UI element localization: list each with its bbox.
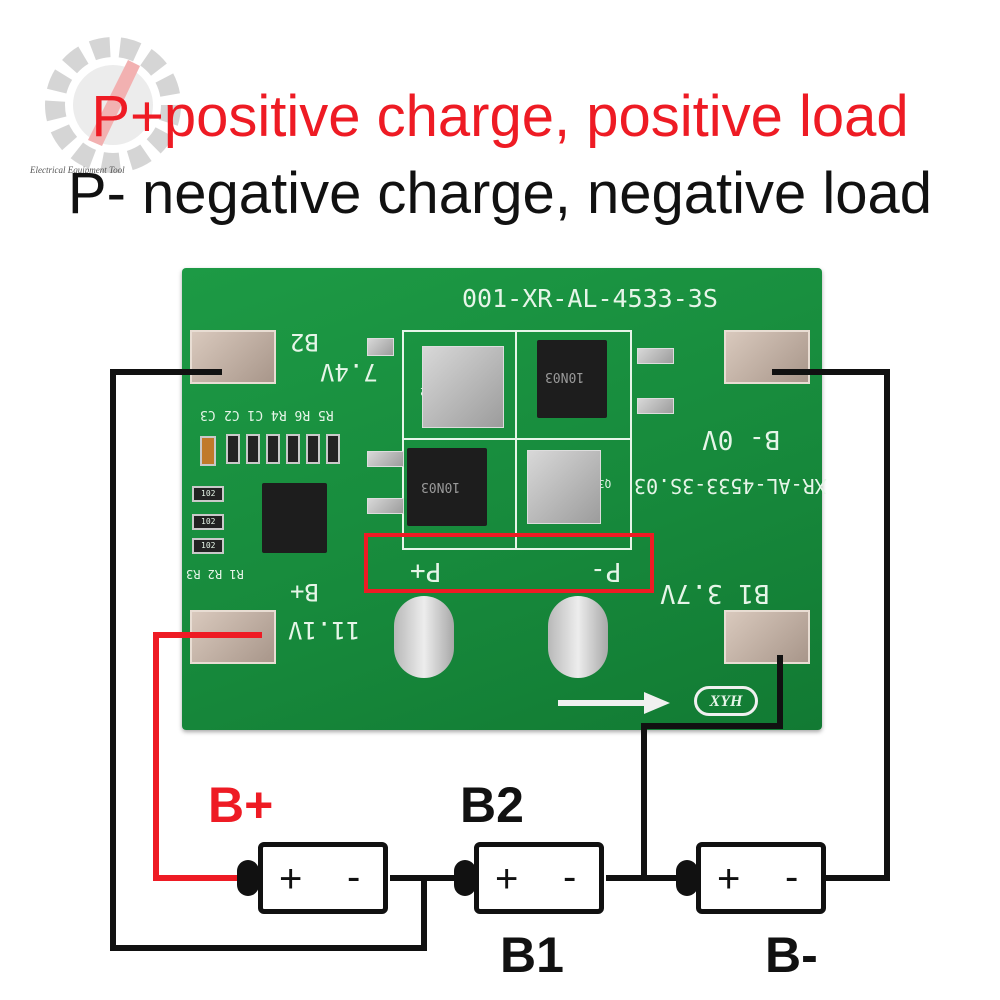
resistor-code: 102 (201, 541, 216, 550)
resistor: 102 (192, 486, 224, 502)
solder-pad-p-minus (548, 596, 608, 678)
resistor (326, 434, 340, 464)
brand-text: XYH (709, 693, 743, 710)
battery-2-terminal (454, 860, 476, 896)
label-b2: B2 (460, 777, 524, 833)
mosfet-lead (367, 338, 394, 356)
brand-badge: XYH (694, 686, 758, 716)
battery-1-terminal (237, 860, 259, 896)
battery-2-plus: + (495, 857, 519, 901)
battery-3-minus: - (785, 855, 799, 899)
wire-b2 (110, 369, 427, 951)
mosfet-frame (402, 330, 632, 550)
solder-pad-p-plus (394, 596, 454, 678)
mosfet-q4-chip: 10N03 (407, 448, 487, 526)
mosfet-divider-v (515, 330, 517, 550)
gear-logo-icon (45, 37, 181, 173)
control-ic (262, 483, 327, 553)
p-terminals-highlight (364, 533, 654, 593)
battery-1: + - (258, 842, 388, 914)
wire-b-plus (153, 632, 262, 881)
label-b-plus: B+ (208, 777, 274, 833)
battery-3-plus: + (717, 857, 741, 901)
battery-3-terminal (676, 860, 698, 896)
arrow-icon (558, 692, 670, 714)
wire-b-minus (772, 369, 890, 881)
battery-2: + - (474, 842, 604, 914)
capacitor (246, 434, 260, 464)
capacitor (226, 434, 240, 464)
logo-text: Electrical Equipment Tool (30, 165, 125, 175)
mosfet-lead (367, 451, 404, 467)
title-positive: P+positive charge, positive load (91, 84, 909, 149)
battery-2-minus: - (563, 855, 577, 899)
title-negative: P- negative charge, negative load (67, 161, 933, 226)
wire-b1 (641, 655, 783, 878)
battery-3: + - (696, 842, 826, 914)
mosfet-q3-tab (527, 450, 601, 524)
resistor-code: 102 (201, 517, 216, 526)
resistor-code: 102 (201, 489, 216, 498)
resistor (266, 434, 280, 464)
mosfet-divider-h (402, 438, 632, 440)
mosfet-q1-chip: 10N03 (537, 340, 607, 418)
mosfet-lead (637, 348, 674, 364)
label-b1: B1 (500, 927, 564, 983)
label-b-minus: B- (765, 927, 818, 983)
mosfet-lead (367, 498, 404, 514)
resistor (286, 434, 300, 464)
mosfet-lead (637, 398, 674, 414)
battery-1-plus: + (279, 857, 303, 901)
resistor (306, 434, 320, 464)
pad-b1 (724, 610, 810, 664)
pcb-board: 001-XR-AL-4533-3S B2 7.4V B- 0V XR-AL-45… (182, 268, 827, 730)
resistor: 102 (192, 514, 224, 530)
mosfet-q2-tab (422, 346, 504, 428)
battery-1-minus: - (347, 855, 361, 899)
pcb-part-code: 001-XR-AL-4533-3S (462, 284, 718, 313)
resistor: 102 (192, 538, 224, 554)
capacitor-c3 (200, 436, 216, 466)
